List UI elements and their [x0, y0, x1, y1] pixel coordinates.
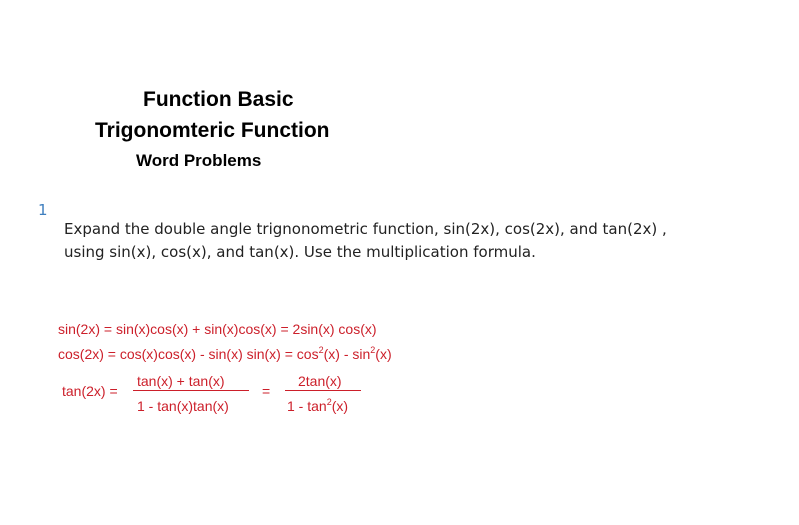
fraction-2-numerator: 2tan(x)	[298, 373, 342, 389]
fraction-1-bar	[133, 390, 249, 391]
cos-line-part-a: cos(2x) = cos(x)cos(x) - sin(x) sin(x) =…	[58, 346, 319, 362]
fraction-2-denominator-part-b: (x)	[331, 398, 349, 414]
fraction-2-bar	[285, 390, 361, 391]
equals-sign: =	[262, 383, 271, 399]
cos-line-part-b: (x) - sin	[323, 346, 371, 362]
fraction-1-numerator: tan(x) + tan(x)	[137, 373, 225, 389]
fraction-2-exponent: 2	[326, 397, 332, 407]
cos-exponent-2: 2	[370, 345, 376, 355]
question-text-line-2: using sin(x), cos(x), and tan(x). Use th…	[64, 243, 536, 261]
title-line-3: Word Problems	[136, 151, 262, 170]
fraction-2-denominator-part-a: 1 - tan	[287, 398, 327, 414]
title-line-1: Function Basic	[143, 88, 294, 111]
fraction-1-denominator: 1 - tan(x)tan(x)	[137, 398, 229, 414]
cos-exponent-1: 2	[318, 345, 324, 355]
cos-line-part-c: (x)	[375, 346, 392, 362]
fraction-2-denominator: 1 - tan2(x)	[287, 397, 348, 414]
cos-double-angle-line: cos(2x) = cos(x)cos(x) - sin(x) sin(x) =…	[58, 345, 392, 362]
question-text-line-1: Expand the double angle trignonometric f…	[64, 220, 667, 238]
tan-double-angle-lhs: tan(2x) =	[62, 383, 118, 399]
sin-double-angle-line: sin(2x) = sin(x)cos(x) + sin(x)cos(x) = …	[58, 321, 377, 337]
title-line-2: Trigonomteric Function	[95, 119, 330, 142]
question-number: 1	[38, 201, 48, 219]
